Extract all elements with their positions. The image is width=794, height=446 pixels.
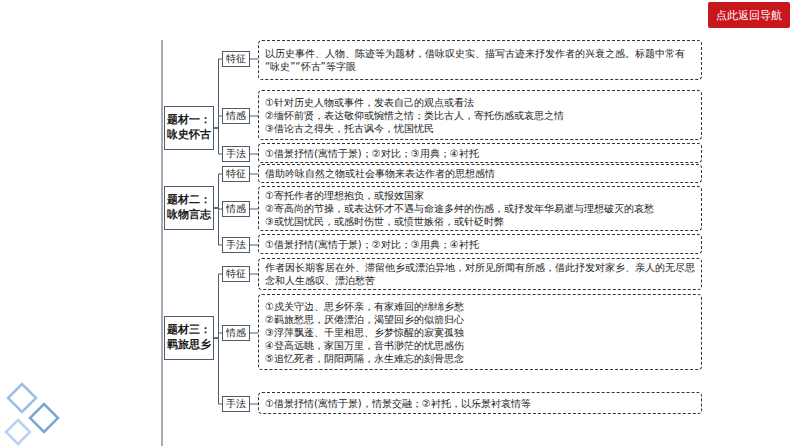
aspect-label: 情感 (222, 108, 250, 124)
content-line: ③浮萍飘蓬、千里相思、乡梦惊醒的寂寞孤独 (265, 326, 695, 339)
content-line: ①戍关守边、思乡怀亲，有家难回的绵绵乡愁 (265, 300, 695, 313)
content-box: ①针对历史人物或事件，发表自己的观点或看法②缅怀前贤，表达敬仰或惋惜之情；类比古… (258, 90, 702, 140)
aspect-label: 手法 (222, 237, 250, 253)
content-line: ②缅怀前贤，表达敬仰或惋惜之情；类比古人，寄托伤感或哀思之情 (265, 109, 695, 122)
content-line: ④登高远眺，家国万里，音书渺茫的忧思感伤 (265, 339, 695, 352)
tree-connector (250, 333, 258, 334)
content-line: ②羁旅愁思，厌倦漂泊，渴望回乡的似箭归心 (265, 313, 695, 326)
tree-connector (214, 338, 222, 404)
tree-connector (214, 128, 222, 154)
aspect-label-text: 特征 (225, 53, 247, 65)
content-line: ①借景抒情(寓情于景)；②对比；③用典；④衬托 (265, 147, 695, 160)
tree-connector (250, 245, 258, 246)
content-line: ③或忧国忧民，或感时伤世，或愤世嫉俗，或针砭时弊 (265, 215, 695, 228)
topic-box-text: 题材二： 咏物言志 (167, 193, 211, 223)
aspect-label-text: 特征 (225, 168, 247, 180)
aspect-label-text: 手法 (225, 398, 247, 410)
aspect-label: 特征 (222, 166, 250, 182)
topic-box: 题材三： 羁旅思乡 (164, 316, 214, 360)
tree-connector (250, 274, 258, 275)
tree-connector (250, 59, 258, 60)
aspect-label-text: 情感 (225, 203, 247, 215)
content-box: ①借景抒情(寓情于景)；②对比；③用典；④衬托 (258, 143, 702, 163)
content-line: ③借论古之得失，托古讽今，忧国忧民 (265, 122, 695, 135)
content-box: 借助吟咏自然之物或社会事物来表达作者的思想感情 (258, 164, 702, 183)
tree-connector (214, 333, 222, 338)
content-line: 作者因长期客居在外、滞留他乡或漂泊异地，对所见所闻有所感，借此抒发对家乡、亲人的… (265, 261, 695, 287)
content-box: ①借景抒情(寓情于景)，情景交融；②衬托，以乐景衬哀情等 (258, 392, 702, 414)
tree-connector (250, 174, 258, 175)
deco-diamond (6, 420, 30, 444)
content-line: 以历史事件、人物、陈迹等为题材，借咏叹史实、描写古迹来抒发作者的兴衰之感。标题中… (265, 47, 695, 73)
content-box: ①借景抒情(寓情于景)；②对比；③用典；④衬托 (258, 234, 702, 254)
content-line: ⑤追忆死者，阴阳两隔，永生难忘的刻骨思念 (265, 352, 695, 365)
topic-box-text: 题材一： 咏史怀古 (167, 113, 211, 143)
topic-box-text: 题材三： 羁旅思乡 (167, 323, 211, 353)
tree-connector (250, 116, 258, 117)
aspect-label-text: 情感 (225, 327, 247, 339)
tree-connector (214, 116, 222, 128)
content-box: 以历史事件、人物、陈迹等为题材，借咏叹史实、描写古迹来抒发作者的兴衰之感。标题中… (258, 40, 702, 80)
main-bracket-line (162, 40, 163, 446)
aspect-label-text: 特征 (225, 268, 247, 280)
aspect-label: 特征 (222, 266, 250, 282)
tree-connector (214, 274, 222, 338)
deco-diamond (30, 404, 58, 432)
aspect-label: 特征 (222, 51, 250, 67)
content-line: ①借景抒情(寓情于景)；②对比；③用典；④衬托 (265, 238, 695, 251)
tree-connector (250, 404, 258, 405)
aspect-label: 情感 (222, 325, 250, 341)
tree-connector (214, 208, 222, 245)
aspect-label: 手法 (222, 146, 250, 162)
aspect-label-text: 手法 (225, 148, 247, 160)
tree-connector (214, 59, 222, 128)
content-line: ②寄高尚的节操，或表达怀才不遇与命途多舛的伤感，或抒发年华易逝与理想破灭的哀愁 (265, 202, 695, 215)
content-box: ①戍关守边、思乡怀亲，有家难回的绵绵乡愁②羁旅愁思，厌倦漂泊，渴望回乡的似箭归心… (258, 294, 702, 370)
topic-box: 题材二： 咏物言志 (164, 186, 214, 230)
content-box: 作者因长期客居在外、滞留他乡或漂泊异地，对所见所闻有所感，借此抒发对家乡、亲人的… (258, 258, 702, 290)
tree-connector (214, 174, 222, 208)
content-line: 借助吟咏自然之物或社会事物来表达作者的思想感情 (265, 167, 695, 180)
content-box: ①寄托作者的理想抱负，或报效国家②寄高尚的节操，或表达怀才不遇与命途多舛的伤感，… (258, 186, 702, 231)
nav-button-text: 点此返回导航 (716, 8, 782, 23)
tree-connector (250, 209, 258, 210)
deco-diamond (8, 384, 36, 412)
nav-button: 点此返回导航 (708, 2, 790, 28)
tree-connector (250, 154, 258, 155)
topic-box: 题材一： 咏史怀古 (164, 106, 214, 150)
aspect-label-text: 情感 (225, 110, 247, 122)
aspect-label: 情感 (222, 201, 250, 217)
aspect-label: 手法 (222, 396, 250, 412)
content-line: ①借景抒情(寓情于景)，情景交融；②衬托，以乐景衬哀情等 (265, 397, 695, 410)
content-line: ①针对历史人物或事件，发表自己的观点或看法 (265, 96, 695, 109)
aspect-label-text: 手法 (225, 239, 247, 251)
content-line: ①寄托作者的理想抱负，或报效国家 (265, 189, 695, 202)
